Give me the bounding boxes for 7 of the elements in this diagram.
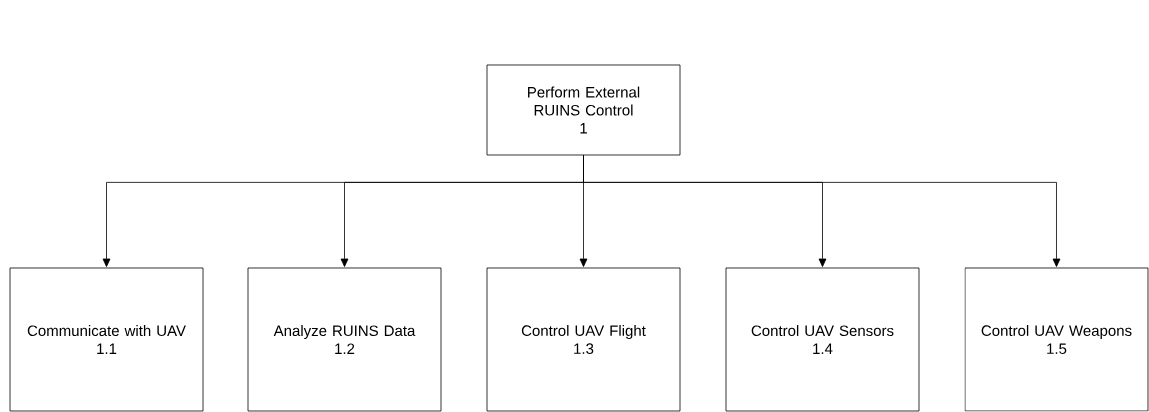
task-box: Analyze RUINS Data 1.2 bbox=[247, 267, 442, 412]
task-box: Control UAV Flight 1.3 bbox=[486, 267, 681, 412]
task-box: Communicate with UAV 1.1 bbox=[9, 267, 204, 412]
task-box: Control UAV Weapons 1.5 bbox=[964, 267, 1149, 412]
task-box: Control UAV Sensors 1.4 bbox=[725, 267, 920, 412]
task-box: Perform External RUINS Control 1 bbox=[486, 64, 681, 156]
arrow bbox=[583, 155, 1061, 267]
